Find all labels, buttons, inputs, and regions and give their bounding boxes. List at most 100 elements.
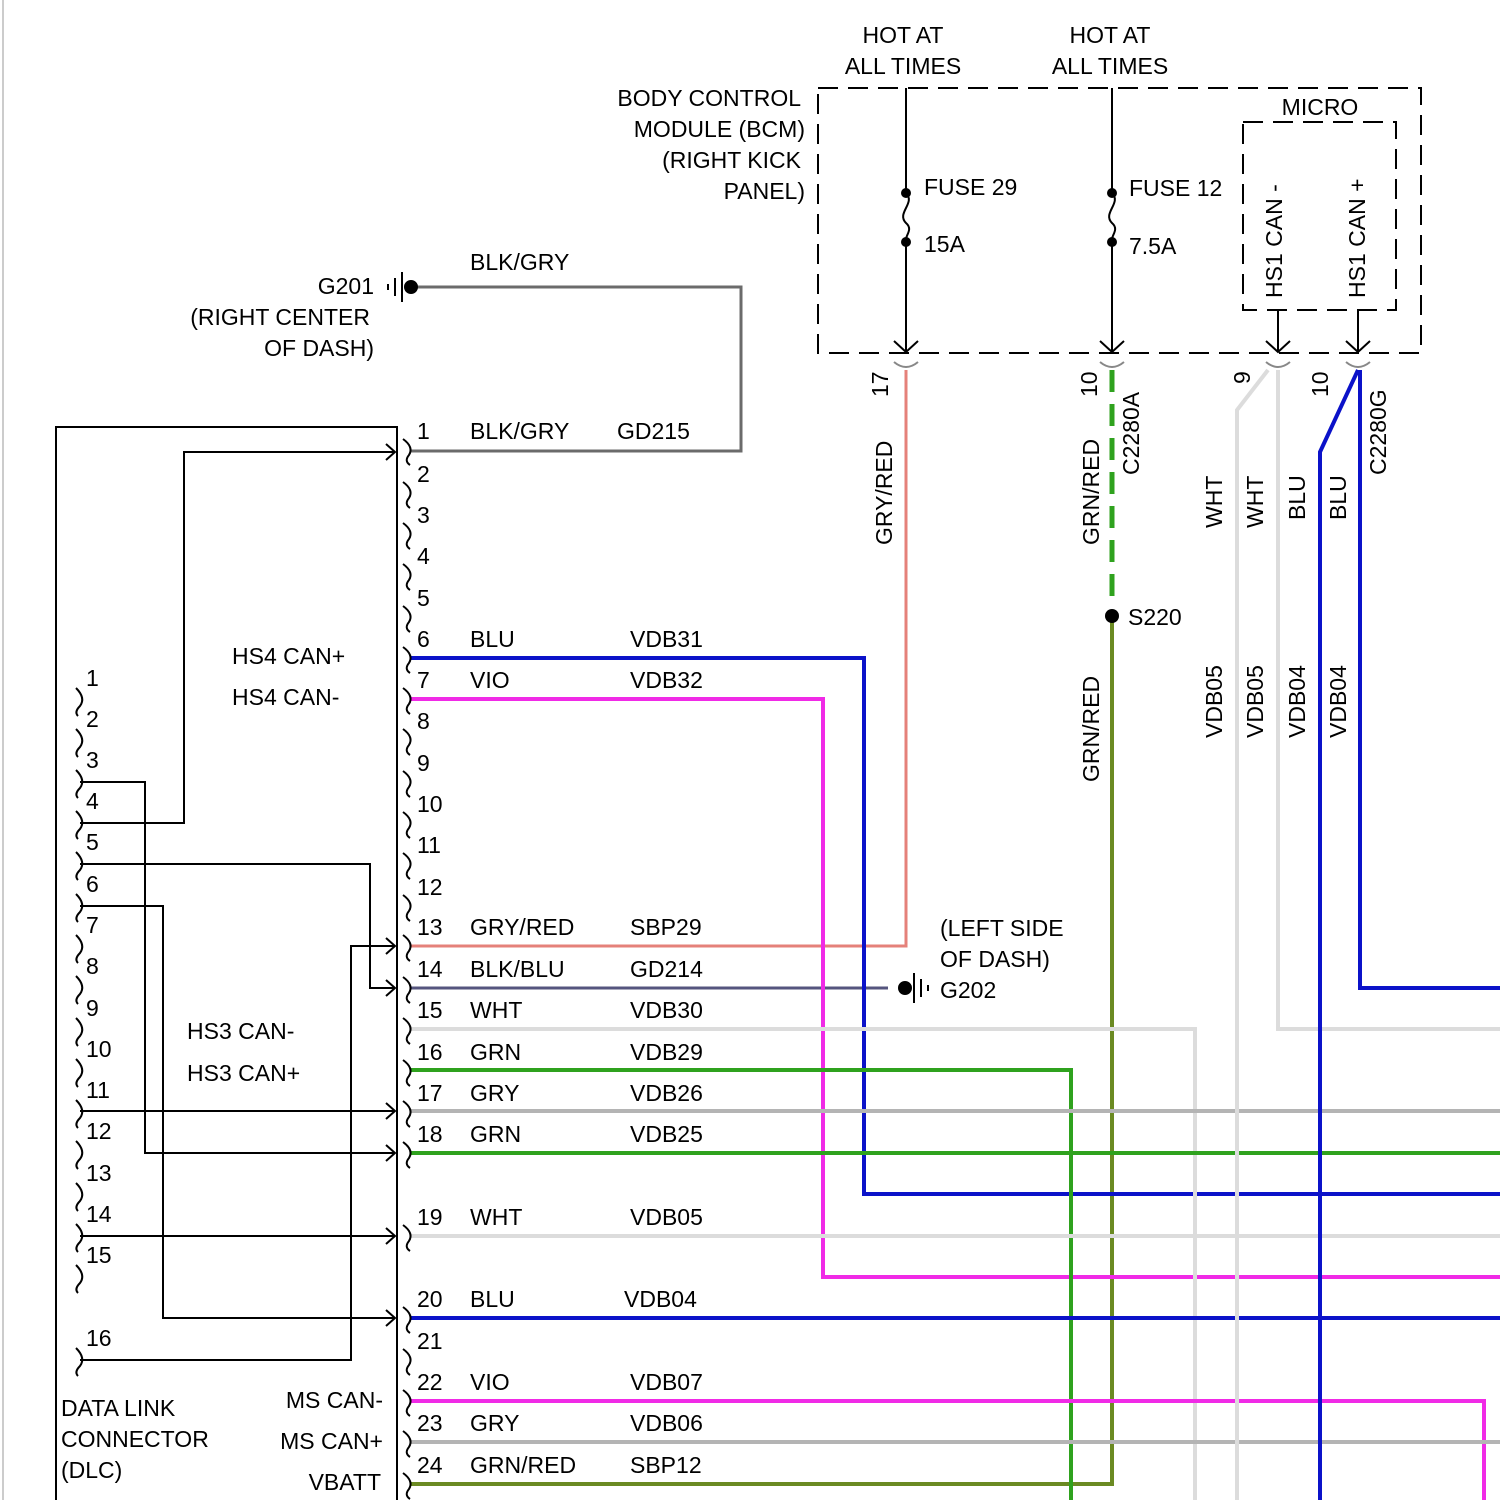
- connector-pin-number: 7: [417, 667, 430, 693]
- label-vdb05-1: VDB05: [1201, 665, 1227, 738]
- connector-pin-number: 19: [417, 1204, 443, 1230]
- g201-location-1: (RIGHT CENTER: [190, 304, 370, 330]
- connector-pin-number: 20: [417, 1286, 443, 1312]
- hot1-line-2: ALL TIMES: [845, 53, 961, 79]
- hs3-can-minus-label: HS3 CAN-: [187, 1018, 294, 1044]
- connector-c2280g: C2280G: [1365, 389, 1391, 475]
- dlc-label-line-2: CONNECTOR: [61, 1426, 209, 1452]
- connector-circuit-id: VDB05: [630, 1204, 703, 1230]
- micro-label: MICRO: [1282, 94, 1359, 120]
- connector-wire-color: BLK/GRY: [470, 418, 569, 444]
- hot2-line-1: HOT AT: [1070, 22, 1151, 48]
- fuse-29-dot-bottom: [901, 237, 911, 247]
- connector-wire-color: GRN: [470, 1039, 521, 1065]
- connector-pin-number: 8: [417, 708, 430, 734]
- connector-wire-color: WHT: [470, 1204, 522, 1230]
- dlc-label-line-1: DATA LINK: [61, 1395, 176, 1421]
- connector-wire-color: GRN: [470, 1121, 521, 1147]
- hs3-can-plus-label: HS3 CAN+: [187, 1060, 300, 1086]
- label-wht-1: WHT: [1201, 476, 1227, 528]
- connector-wire-color: BLK/BLU: [470, 956, 565, 982]
- dlc-pin-number: 5: [86, 829, 99, 855]
- connector-circuit-id: VDB07: [630, 1369, 703, 1395]
- dlc-pin-number: 7: [86, 912, 99, 938]
- connector-wire-color: BLU: [470, 1286, 515, 1312]
- hs1-can-plus-label: HS1 CAN +: [1344, 178, 1370, 298]
- connector-circuit-id: GD215: [617, 418, 690, 444]
- ms-can-minus-label: MS CAN-: [286, 1387, 383, 1413]
- bcm-pin-10-g: 10: [1307, 371, 1333, 397]
- dlc-pin-number: 14: [86, 1201, 112, 1227]
- connector-circuit-id: VDB29: [630, 1039, 703, 1065]
- connector-wire-color: GRY: [470, 1410, 519, 1436]
- dlc-pin-number: 2: [86, 706, 99, 732]
- label-vdb04-2: VDB04: [1325, 665, 1351, 738]
- g201-location-2: OF DASH): [264, 335, 374, 361]
- connector-pin-number: 13: [417, 914, 443, 940]
- fuse-29-dot-top: [901, 188, 911, 198]
- connector-pin-number: 10: [417, 791, 443, 817]
- bcm-label-line-4: PANEL): [724, 178, 805, 204]
- connector-wire-color: GRY/RED: [470, 914, 574, 940]
- connector-pin-number: 9: [417, 750, 430, 776]
- connector-wire-color: VIO: [470, 667, 510, 693]
- label-vdb05-2: VDB05: [1242, 665, 1268, 738]
- dlc-pin-number: 9: [86, 995, 99, 1021]
- connector-circuit-id: VDB25: [630, 1121, 703, 1147]
- dlc-pin-number: 11: [86, 1077, 110, 1103]
- hot1-line-1: HOT AT: [863, 22, 944, 48]
- g202-location-1: (LEFT SIDE: [940, 915, 1064, 941]
- connector-pin-number: 21: [417, 1328, 443, 1354]
- connector-circuit-id: VDB30: [630, 997, 703, 1023]
- connector-pin-number: 24: [417, 1452, 443, 1478]
- bcm-label-line-1: BODY CONTROL: [617, 85, 801, 111]
- label-blu-1: BLU: [1284, 475, 1310, 520]
- label-blu-2: BLU: [1325, 475, 1351, 520]
- bcm-pin-9: 9: [1229, 371, 1255, 384]
- fuse-12-rating: 7.5A: [1129, 233, 1177, 259]
- connector-circuit-id: VDB31: [630, 626, 703, 652]
- connector-pin-number: 14: [417, 956, 443, 982]
- connector-circuit-id: SBP12: [630, 1452, 702, 1478]
- dlc-pin-number: 4: [86, 788, 99, 814]
- g201-wire-color: BLK/GRY: [470, 249, 569, 275]
- connector-wire-color: GRN/RED: [470, 1452, 576, 1478]
- connector-circuit-id: GD214: [630, 956, 703, 982]
- connector-pin-number: 6: [417, 626, 430, 652]
- fuse-29-name: FUSE 29: [924, 174, 1017, 200]
- connector-wire-color: GRY: [470, 1080, 519, 1106]
- hs4-can-minus-label: HS4 CAN-: [232, 684, 339, 710]
- label-grn-red-lower: GRN/RED: [1078, 676, 1104, 782]
- s220-splice-dot: [1105, 609, 1119, 623]
- dlc-pin-number: 13: [86, 1160, 112, 1186]
- fuse-12-dot-bottom: [1107, 237, 1117, 247]
- connector-wire-color: VIO: [470, 1369, 510, 1395]
- dlc-pin-number: 3: [86, 747, 99, 773]
- connector-pin-number: 15: [417, 997, 443, 1023]
- connector-circuit-id: VDB26: [630, 1080, 703, 1106]
- fuse-29-rating: 15A: [924, 231, 966, 257]
- connector-pin-number: 5: [417, 585, 430, 611]
- hot2-line-2: ALL TIMES: [1052, 53, 1168, 79]
- bcm-label-line-3: (RIGHT KICK: [662, 147, 802, 173]
- connector-circuit-id: VDB32: [630, 667, 703, 693]
- dlc-pin-number: 1: [86, 665, 99, 691]
- g201-name: G201: [318, 273, 374, 299]
- connector-circuit-id: SBP29: [630, 914, 702, 940]
- dlc-pin-number: 16: [86, 1325, 112, 1351]
- label-grn-red-upper: GRN/RED: [1078, 439, 1104, 545]
- dlc-pin-number: 8: [86, 953, 99, 979]
- connector-pin-number: 11: [417, 832, 441, 858]
- fuse-12-name: FUSE 12: [1129, 175, 1222, 201]
- connector-pin-number: 22: [417, 1369, 443, 1395]
- label-vdb04-1: VDB04: [1284, 665, 1310, 738]
- s220-label: S220: [1128, 604, 1182, 630]
- connector-wire-color: WHT: [470, 997, 522, 1023]
- connector-pin-number: 2: [417, 461, 430, 487]
- bcm-label-line-2: MODULE (BCM): [634, 116, 805, 142]
- hs4-can-plus-label: HS4 CAN+: [232, 643, 345, 669]
- g202-name: G202: [940, 977, 996, 1003]
- connector-circuit-id: VDB04: [624, 1286, 697, 1312]
- bcm-pin-17: 17: [867, 371, 893, 397]
